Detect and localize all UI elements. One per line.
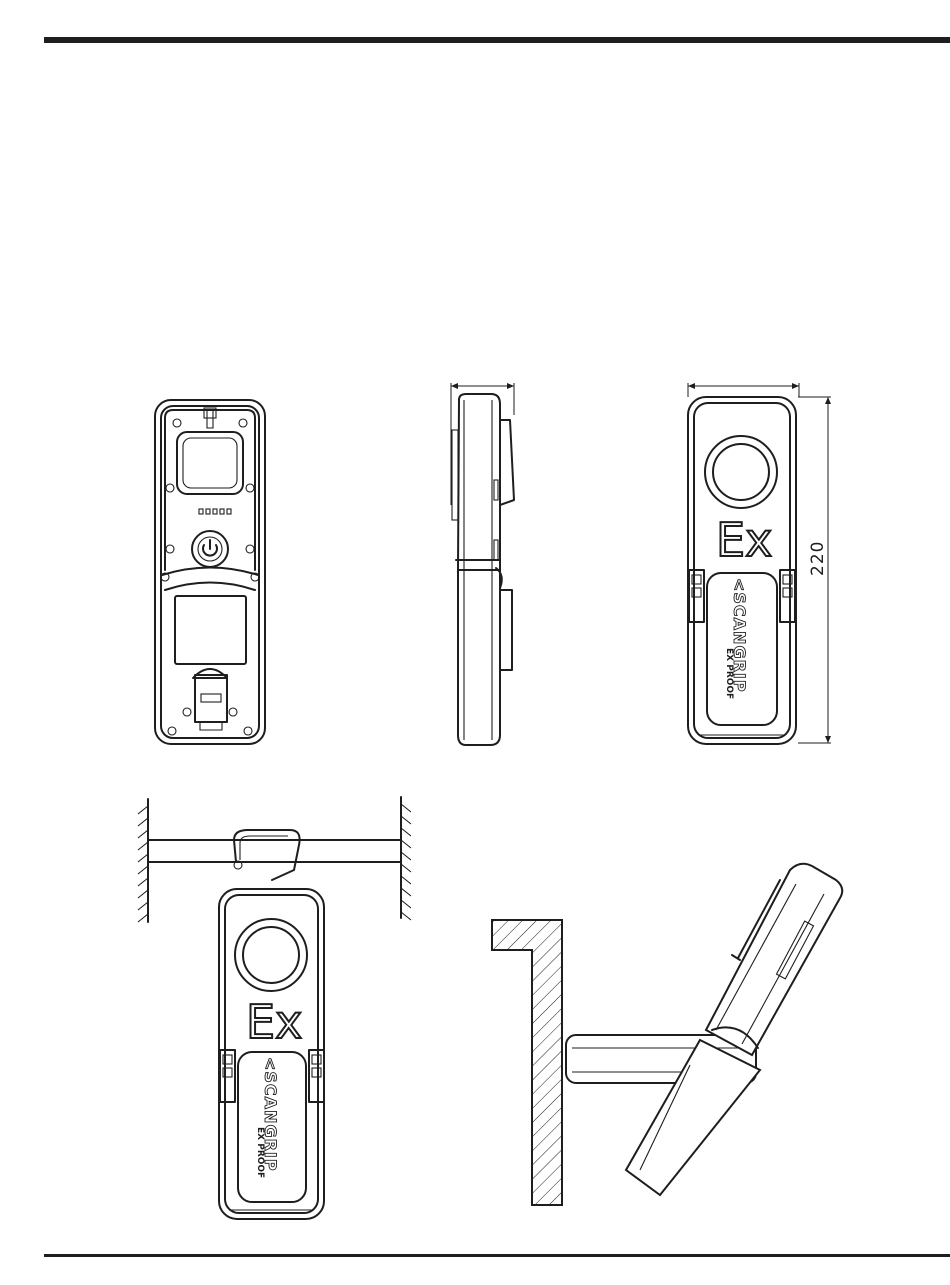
hanging-lens bbox=[235, 919, 307, 991]
battery-indicator bbox=[199, 509, 231, 514]
hanging-ex-mark: Ex bbox=[246, 995, 302, 1049]
ex-mark: Ex bbox=[716, 513, 772, 567]
wall-mount-view bbox=[492, 864, 842, 1205]
ex-proof-label: EX PROOF bbox=[724, 648, 734, 699]
bottom-rule bbox=[44, 1254, 950, 1257]
height-value: 220 bbox=[808, 541, 828, 576]
power-button-icon bbox=[192, 531, 228, 567]
side-view bbox=[452, 394, 514, 745]
back-view bbox=[155, 400, 265, 744]
top-rule bbox=[44, 37, 950, 43]
hanging-ex-proof-label: EX PROOF bbox=[255, 1127, 265, 1178]
front-view: Ex <SCANGRIP EX PROOF bbox=[688, 397, 796, 744]
screws bbox=[161, 419, 259, 735]
lens bbox=[705, 436, 777, 508]
width-dimension bbox=[451, 383, 514, 505]
hanging-view: Ex <SCANGRIP EX PROOF bbox=[138, 797, 411, 1219]
